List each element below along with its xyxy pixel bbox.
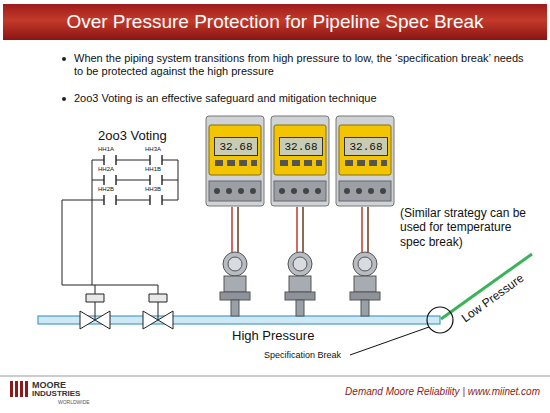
logo-text: INDUSTRIES [32,389,80,399]
note-text: (Similar strategy can be used for temper… [400,206,536,249]
logo-text: WORLDWIDE [58,399,90,405]
display-value: 32.68 [349,141,382,153]
contact-label: HH2A [98,166,114,173]
contact-label: HH1A [98,146,114,153]
contact-label: HH1B [145,166,161,173]
trip-alarm-unit: 32.68 [335,115,395,207]
slide-title: Over Pressure Protection for Pipeline Sp… [66,11,483,33]
lcd-display: 32.68 [279,137,323,156]
bullet-text: 2oo3 Voting is an effective safeguard an… [74,92,524,105]
lcd-display: 32.68 [214,137,258,156]
unit-housing [270,115,330,207]
trip-alarm-unit: 32.68 [205,115,265,207]
trip-alarm-unit: 32.68 [270,115,330,207]
bullet-text: When the piping system transitions from … [74,52,524,78]
contact-label: HH3A [145,146,161,153]
title-bar: Over Pressure Protection for Pipeline Sp… [3,4,547,40]
group-label: 2oo3 Voting [98,128,167,144]
display-value: 32.68 [219,141,252,153]
pressure-label: High Pressure [232,328,314,344]
display-value: 32.68 [284,141,317,153]
contact-label: HH3B [145,186,161,193]
lcd-display: 32.68 [344,137,388,156]
callout-label: Specification Break [264,350,341,361]
unit-housing [335,115,395,207]
footer-text: Demand Moore Reliability | www.miinet.co… [345,386,540,398]
unit-housing [205,115,265,207]
contact-label: HH2B [98,186,114,193]
